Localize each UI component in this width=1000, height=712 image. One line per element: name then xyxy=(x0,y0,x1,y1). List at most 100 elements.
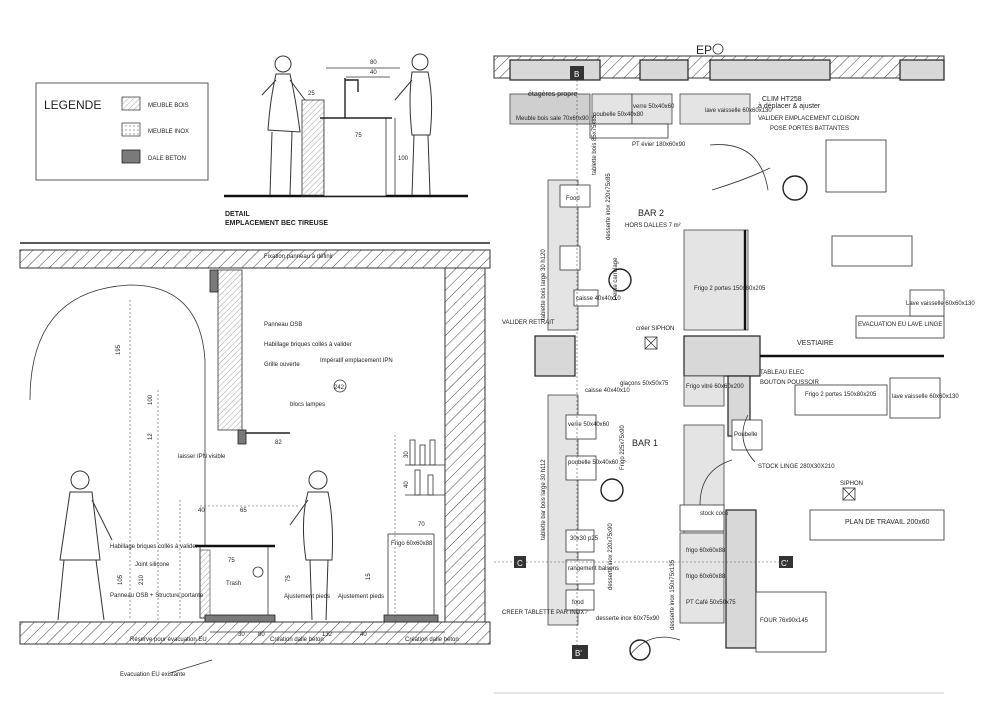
person-figure-right xyxy=(394,53,433,196)
frigo-2-portes-bar2 xyxy=(683,229,749,331)
plan-column-bottom xyxy=(725,509,757,649)
item-desserte-inox-1: desserte inox 220x75x85 xyxy=(606,173,612,240)
label-bar2: BAR 2 xyxy=(638,208,664,218)
dim-132: 132 xyxy=(322,632,333,638)
dim-12: 12 xyxy=(148,433,154,440)
section-arch xyxy=(29,284,206,622)
brick-column xyxy=(217,269,243,431)
note-habillage-briques-2: Habillage briques collés à valider xyxy=(110,544,198,550)
note-frigo: Frigo 60x60x88 xyxy=(391,541,433,547)
item-30x30: 30x30 p25 xyxy=(570,536,599,542)
item-rangement: rangement balsons xyxy=(568,566,619,572)
label-valider-retrait: VALIDER RETRAIT xyxy=(502,320,555,326)
dim-80-floor: 80 xyxy=(258,632,265,638)
item-poubelle-3: Poubelle xyxy=(734,432,758,438)
dim-15: 15 xyxy=(366,573,372,580)
label-siphon: SIPHON xyxy=(840,481,863,487)
detail-brick-panel xyxy=(301,99,325,197)
label-clim-sub: à déplacer & ajuster xyxy=(758,103,821,110)
item-lave-vaisselle: lave vaisselle 60x60x130 xyxy=(705,108,772,114)
ipn-beam xyxy=(237,429,247,445)
item-stock-coco: stock coco xyxy=(700,511,729,517)
note-imperatif-ipn: Impératif emplacement IPN xyxy=(320,358,393,364)
item-frigo-2-portes-b: Frigo 2 portes 150x80x205 xyxy=(805,392,877,398)
dim-80: 80 xyxy=(370,60,377,66)
section-marker-c: C xyxy=(517,559,523,568)
item-caisse-2: caisse 40x40x10 xyxy=(585,388,630,394)
item-food-2: food xyxy=(572,600,584,606)
item-tablette-bois-large: tablette bois large 30 h120 xyxy=(541,249,547,320)
item-verre: verre 50x40x60 xyxy=(633,104,675,110)
dim-75-b: 75 xyxy=(286,575,292,582)
item-frigo-225: Frigo 225x75x90 xyxy=(620,425,626,470)
dim-210: 210 xyxy=(139,574,145,585)
person-figure-left xyxy=(261,55,306,196)
dim-75-section: 75 xyxy=(228,558,235,564)
note-ajustement-pieds-2: Ajustement pieds xyxy=(338,594,384,600)
detail-elevation: 80 40 25 75 100 DETAIL EMPLACEMENT BEC T… xyxy=(224,53,468,227)
item-desserte-inox-3: desserte inox 150x75x135 xyxy=(670,559,676,630)
dim-65: 65 xyxy=(240,508,247,514)
dim-82: 82 xyxy=(275,440,282,446)
dim-40: 40 xyxy=(370,70,377,76)
item-verre-2: verre 50x40x60 xyxy=(568,422,610,428)
note-panneau-osb: Panneau OSB xyxy=(264,322,302,328)
section-ceiling xyxy=(19,249,491,269)
item-caisse-1: caisse 40x40x10 xyxy=(576,296,621,302)
item-poubelle: poubelle 50x40x80 xyxy=(593,112,644,118)
note-blocs-lampes: blocs lampes xyxy=(290,402,325,408)
dim-25: 25 xyxy=(308,91,315,97)
label-pente: Pente carrelage xyxy=(613,257,619,300)
legend-swatch-bois xyxy=(121,96,141,111)
dim-30-floor: 30 xyxy=(238,632,245,638)
note-evacuation-existante: Evacuation EU existante xyxy=(120,672,186,678)
dim-105: 105 xyxy=(118,574,124,585)
item-lave-vaisselle-3: lave vaisselle 60x60x130 xyxy=(892,394,959,400)
plan-de-travail xyxy=(809,509,945,541)
frigo-right xyxy=(387,533,435,619)
label-creer-siphon: créer SIPHON xyxy=(636,326,674,332)
item-food: Food xyxy=(566,196,580,202)
item-frigo-2-portes: Frigo 2 portes 150x80x205 xyxy=(694,286,766,292)
label-bar1: BAR 1 xyxy=(632,438,658,448)
person-figure-section-left xyxy=(57,470,113,621)
dim-100: 100 xyxy=(398,156,409,162)
note-habillage-briques: Habillage briques collés à valider xyxy=(264,342,352,348)
item-etageres: étagères propre xyxy=(528,91,578,98)
legend-title: LEGENDE xyxy=(44,98,101,112)
detail-subtitle: EMPLACEMENT BEC TIREUSE xyxy=(225,220,328,227)
note-trash: Trash xyxy=(226,581,241,587)
note-ajustement-pieds-1: Ajustement pieds xyxy=(284,594,330,600)
detail-counter xyxy=(323,117,387,197)
label-tableau: TABLEAU ELEC xyxy=(760,370,805,376)
dalle-beton-left xyxy=(204,614,276,623)
label-clim: CLIM HT258 xyxy=(762,96,802,103)
item-frigo-2: frigo 60x60x88 xyxy=(686,574,726,580)
label-bouton: BOUTON POUSSOIR xyxy=(760,380,820,386)
dim-70: 70 xyxy=(418,522,425,528)
legend-label-inox: MEUBLE INOX xyxy=(148,129,189,135)
note-panneau-structure: Panneau OSB + Structure portante xyxy=(110,593,204,599)
dalle-beton-right xyxy=(383,614,439,623)
item-stock-linge: STOCK LINGE 280X30X210 xyxy=(758,464,835,470)
dim-100-section: 100 xyxy=(148,394,154,405)
item-pt-evier: PT évier 180x60x90 xyxy=(632,142,686,148)
section-marker-b-prime: B' xyxy=(575,649,582,658)
plan-column-left xyxy=(534,335,576,377)
item-plan-de-travail: PLAN DE TRAVAIL 200x60 xyxy=(845,519,930,526)
note-joint-silicone: Joint silicone xyxy=(135,562,170,568)
dim-195: 195 xyxy=(116,344,122,355)
plan-column-middle xyxy=(683,335,761,377)
item-glacons: glaçons 50x50x75 xyxy=(620,381,669,387)
item-lave-vaisselle-2: Lave vaisselle 60x60x130 xyxy=(906,301,975,307)
dim-40-floor: 40 xyxy=(360,632,367,638)
note-creation-dalle-2: Création dalle béton xyxy=(405,637,459,643)
label-ep: EP xyxy=(696,43,712,57)
dim-40-section: 40 xyxy=(404,481,410,488)
note-fixation: Fixation panneau à définir xyxy=(264,254,333,260)
note-grille: Grille ouverte xyxy=(264,362,300,368)
four xyxy=(755,591,827,653)
item-frigo-1: frigo 60x60x88 xyxy=(686,548,726,554)
label-creer-tablette: CREER TABLETTE PAR INOX? xyxy=(502,610,588,616)
